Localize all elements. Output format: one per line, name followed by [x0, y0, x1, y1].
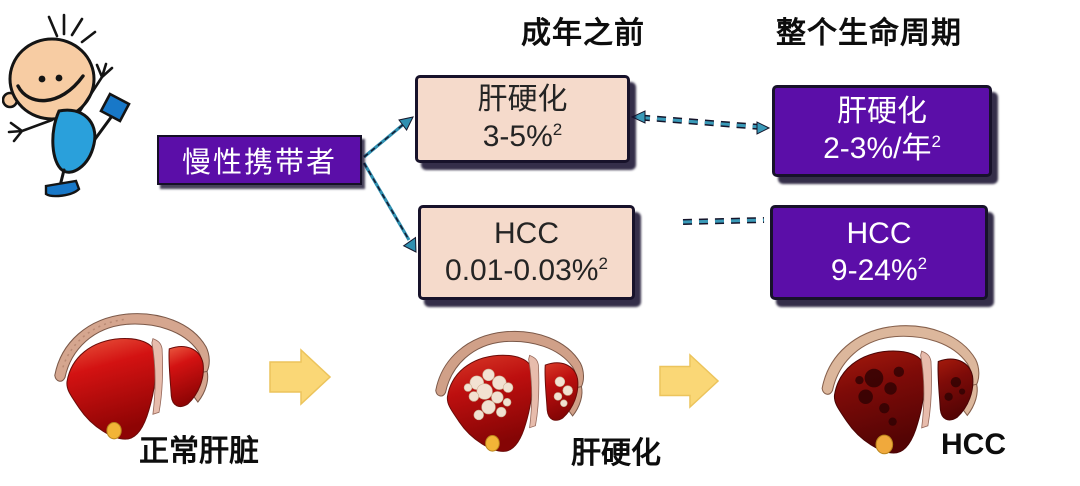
- chronic-carrier-label: 慢性携带者: [181, 147, 337, 179]
- tumor-spots: [855, 366, 905, 426]
- cirrhosis-before-box: 肝硬化 3-5%2: [415, 75, 630, 163]
- hcc-liver-label: HCC: [941, 428, 1006, 461]
- tumor-spots-right: [944, 377, 966, 401]
- normal-liver-icon: [54, 313, 210, 440]
- cirrhosis-lifetime-ref: 2: [931, 132, 941, 151]
- carrier-to-cirrhosis-arrow: [362, 116, 414, 159]
- hcc-liver-icon: [821, 325, 980, 455]
- cirrhosis-lifetime-value-text: 2-3%/年: [823, 132, 932, 165]
- hcc-lifetime-value-text: 9-24%: [830, 253, 918, 287]
- carrier-to-hcc-arrow: [362, 162, 417, 253]
- hcc-before-value-text: 0.01-0.03%: [445, 253, 599, 287]
- cirrhosis-nodules: [463, 368, 514, 421]
- cirrhosis-liver-label: 肝硬化: [571, 437, 661, 470]
- stage-arrow-1-icon: [269, 348, 331, 406]
- jumping-child-icon: [2, 13, 131, 198]
- cirrhosis-before-value: 3-5%2: [483, 119, 563, 156]
- cirrhosis-before-value-text: 3-5%: [482, 120, 553, 153]
- hcc-lifetime-box: HCC 9-24%2: [770, 205, 988, 300]
- hcc-lifetime-title: HCC: [846, 216, 912, 250]
- hcc-dashed-link: [682, 217, 765, 225]
- cirrhosis-nodules-right: [553, 376, 573, 407]
- chronic-carrier-box: 慢性携带者: [157, 135, 362, 185]
- cirrhotic-liver-icon: [435, 330, 584, 452]
- normal-liver-label: 正常肝脏: [139, 435, 259, 468]
- hcc-before-ref: 2: [598, 253, 608, 273]
- cirrhosis-lifetime-box: 肝硬化 2-3%/年2: [772, 85, 992, 177]
- stage-arrow-2-icon: [659, 353, 719, 409]
- cirrhosis-dashed-link: [630, 110, 771, 135]
- cirrhosis-lifetime-title: 肝硬化: [837, 95, 927, 129]
- cirrhosis-before-ref: 2: [552, 120, 563, 139]
- column-header-before-adulthood: 成年之前: [521, 17, 645, 50]
- hcc-before-value: 0.01-0.03%2: [445, 253, 608, 290]
- cirrhosis-before-title: 肝硬化: [477, 83, 568, 117]
- hcc-lifetime-value: 9-24%2: [831, 253, 927, 290]
- cirrhosis-lifetime-value: 2-3%/年2: [823, 131, 941, 168]
- hcc-before-box: HCC 0.01-0.03%2: [418, 205, 635, 300]
- hcc-before-title: HCC: [494, 216, 559, 250]
- hcc-lifetime-ref: 2: [917, 253, 928, 273]
- column-header-whole-lifetime: 整个生命周期: [776, 17, 962, 50]
